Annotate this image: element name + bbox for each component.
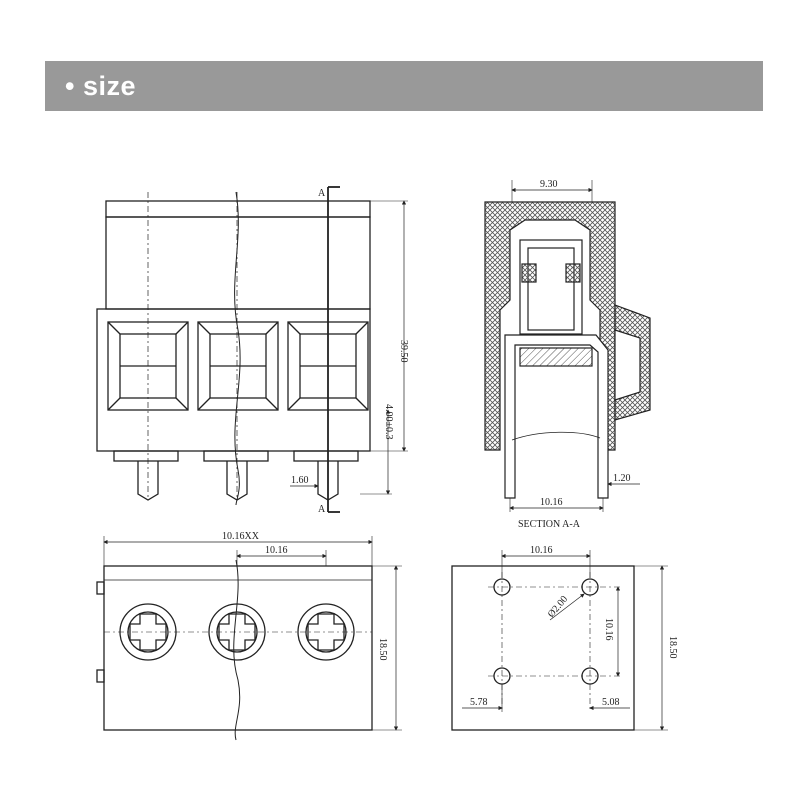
bottom-view	[451, 550, 668, 731]
screw	[119, 603, 177, 661]
dim-top-width: 9.30	[540, 179, 558, 190]
dim-height: 39.50	[398, 340, 409, 363]
terminal-window	[197, 321, 279, 411]
dim-pin-length: 4.00±0.3	[383, 404, 394, 440]
dim-pitch-x: 10.16	[530, 545, 553, 556]
section-mark-top: A	[318, 188, 326, 199]
dim-right: 5.08	[602, 697, 620, 708]
screw	[297, 603, 355, 661]
dim-pin-width: 1.60	[291, 475, 309, 486]
dim-pin-pitch: 10.16	[540, 497, 563, 508]
screw	[208, 603, 266, 661]
dim-left: 5.78	[470, 697, 488, 708]
section-banner: • size	[45, 61, 763, 111]
dim-pitch: 10.16	[265, 545, 288, 556]
dim-overall: 10.16XX	[222, 531, 260, 542]
dim-depth-bottom: 18.50	[667, 636, 678, 659]
front-view	[96, 186, 408, 513]
section-caption: SECTION A-A	[518, 519, 581, 530]
dim-pitch-y: 10.16	[603, 618, 614, 641]
section-mark-bottom: A	[318, 504, 326, 515]
dim-pin-width-section: 1.20	[613, 473, 631, 484]
banner-title: • size	[65, 70, 136, 101]
dim-depth: 18.50	[377, 638, 388, 661]
top-view	[96, 536, 402, 741]
section-view	[484, 180, 651, 512]
